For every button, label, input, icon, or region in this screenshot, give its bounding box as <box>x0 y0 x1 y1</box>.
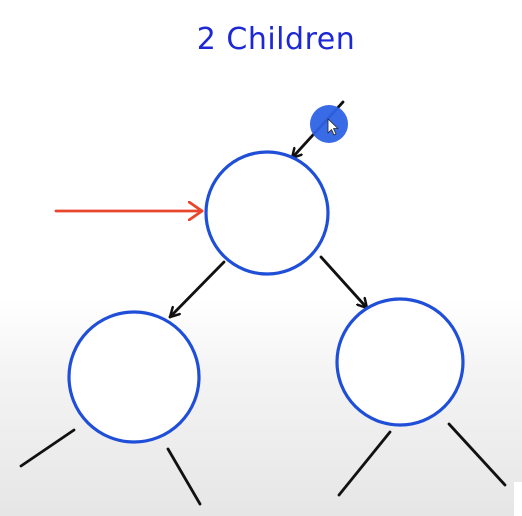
left-child-right-subtree-edge <box>166 447 202 506</box>
parent-node <box>204 150 330 276</box>
left-child-left-subtree-edge <box>19 428 76 468</box>
diagram-title: 2 Children <box>196 22 356 57</box>
mouse-pointer-icon <box>327 118 339 136</box>
edge-parent-right-child <box>319 255 369 310</box>
right-child-right-subtree-edge <box>447 422 507 487</box>
right-child-node <box>335 297 465 427</box>
right-child-left-subtree-edge <box>337 430 392 497</box>
edge-overlay <box>514 482 522 516</box>
left-child-node <box>67 310 201 444</box>
edge-parent-left-child <box>168 260 226 319</box>
